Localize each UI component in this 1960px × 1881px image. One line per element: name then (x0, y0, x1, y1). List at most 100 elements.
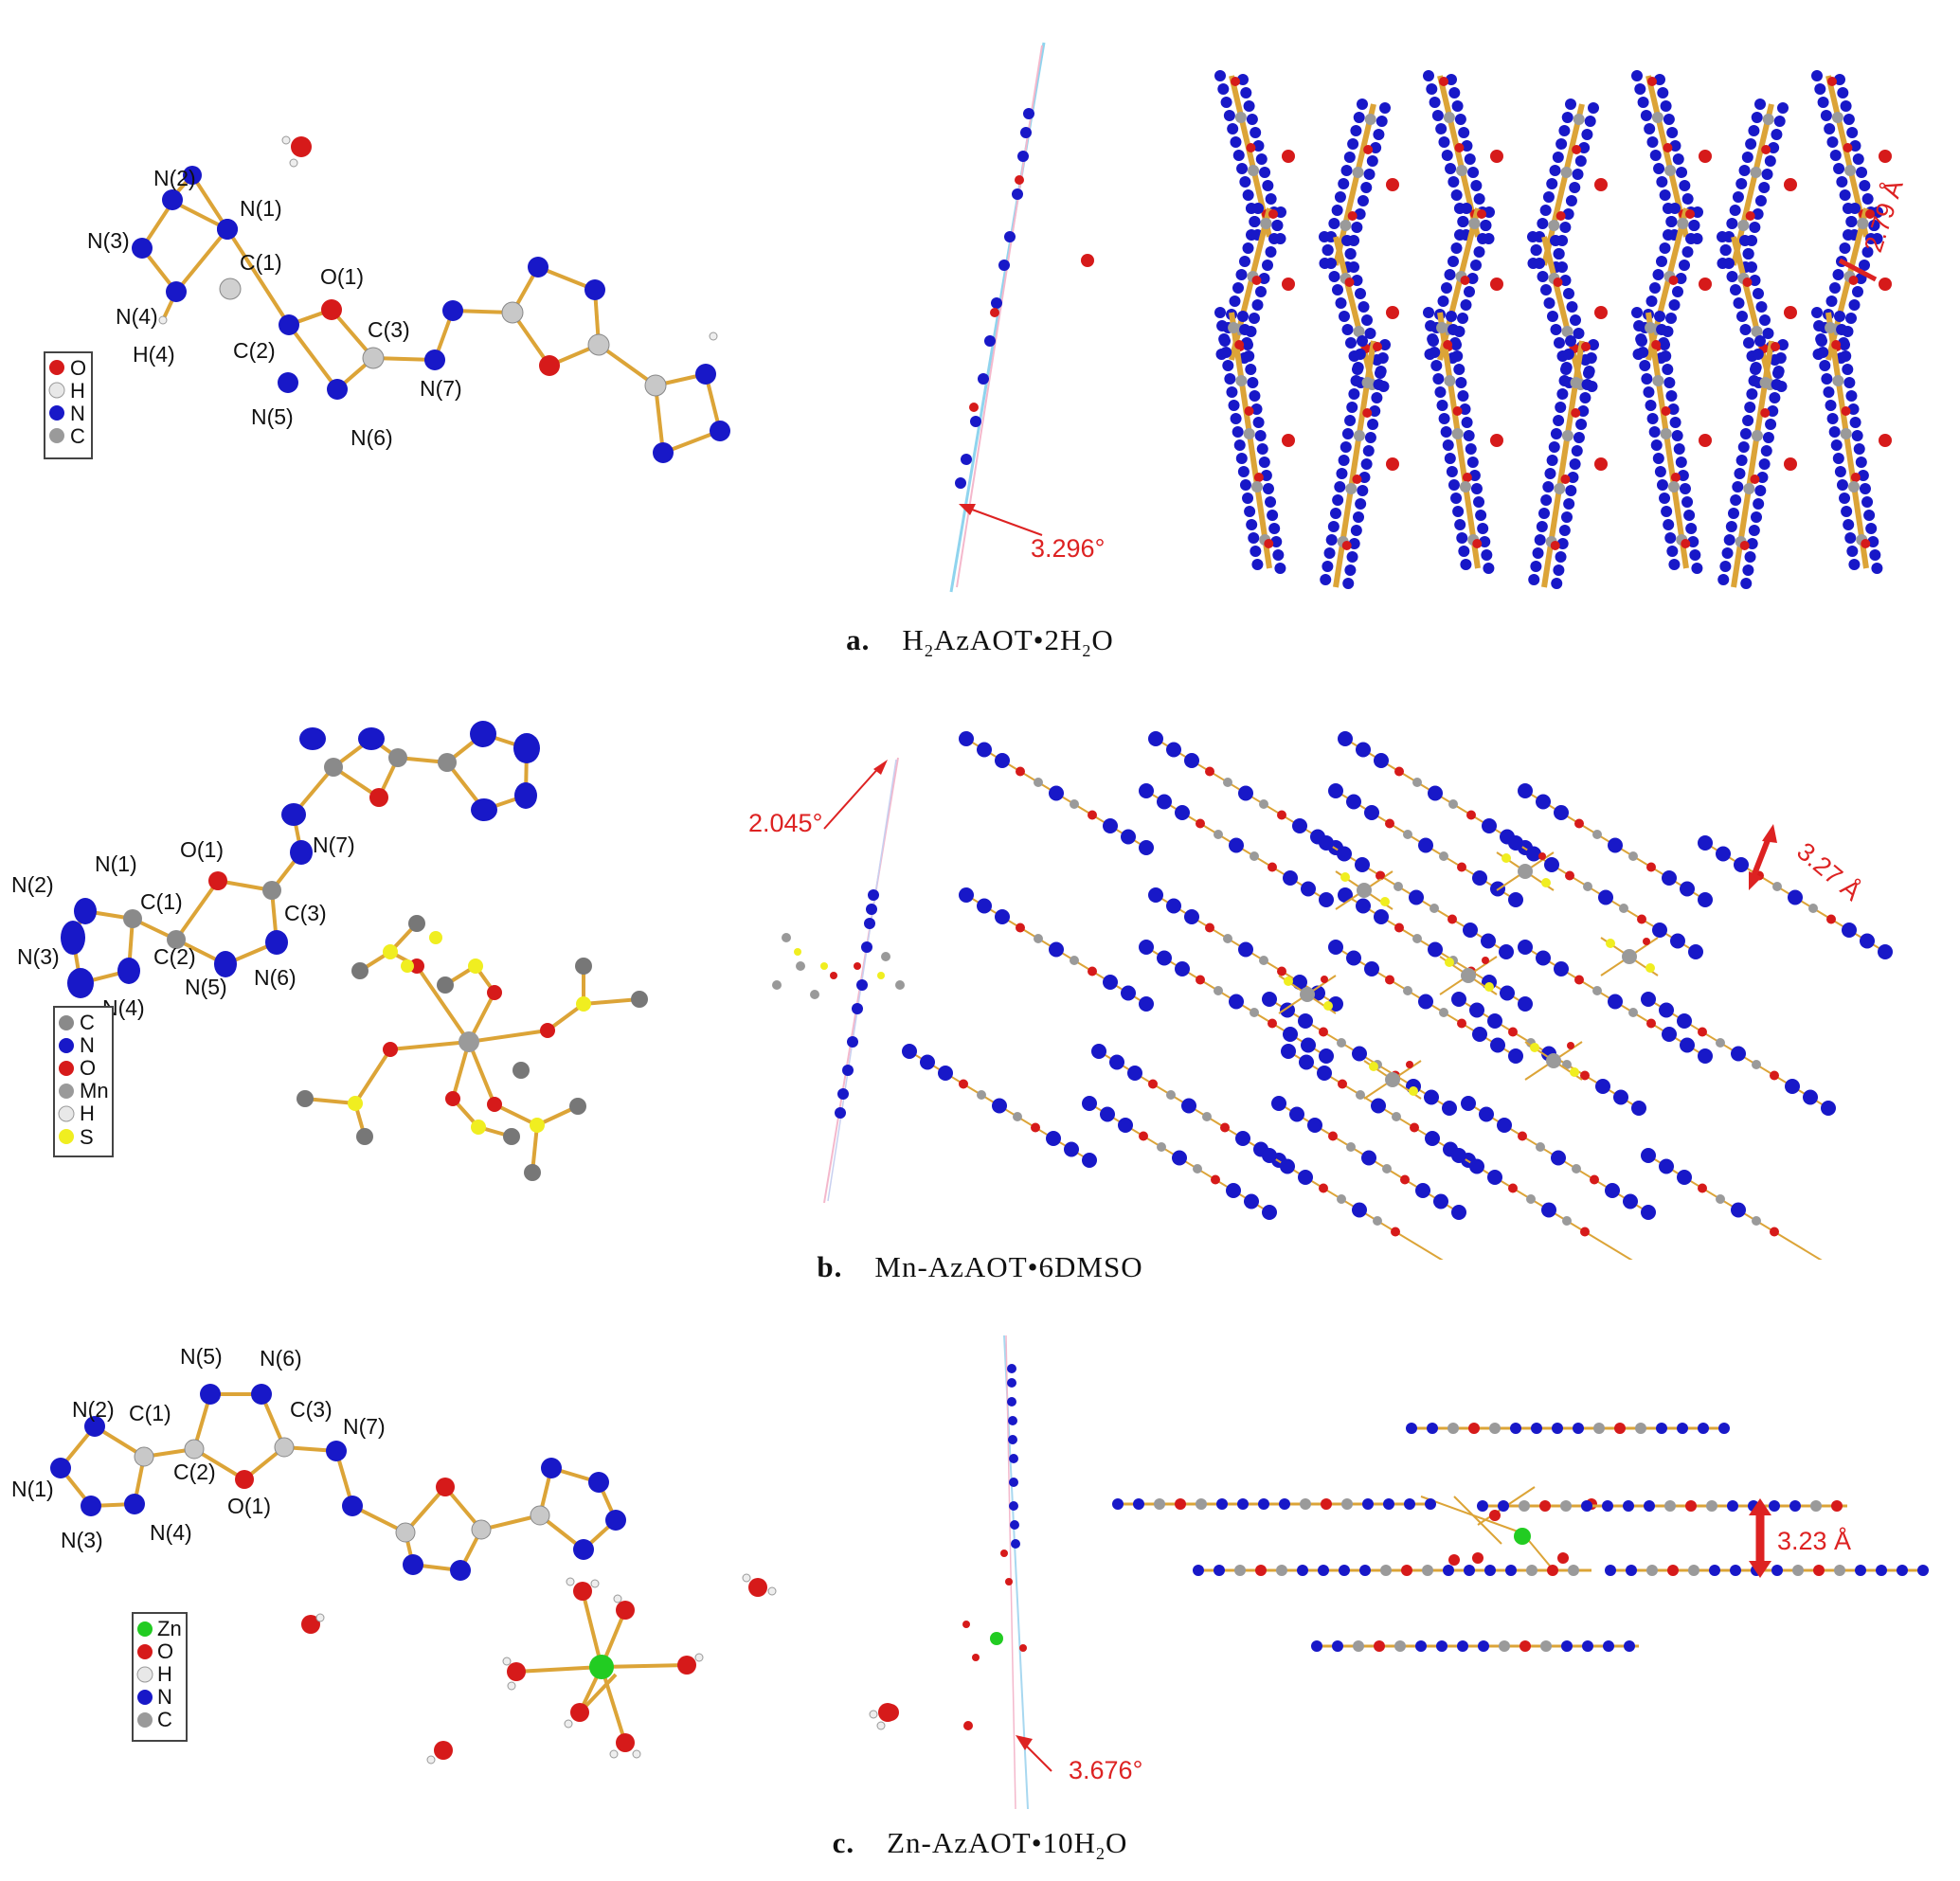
nitrogen-atom (1254, 430, 1267, 441)
nitrogen-atom (1226, 386, 1238, 398)
chain-atom (1121, 985, 1136, 1001)
chain-atom (1698, 892, 1713, 907)
oxygen-atom (1670, 473, 1681, 482)
chain-atom (1500, 985, 1515, 1001)
nitrogen-atom (1845, 313, 1857, 324)
mn-atom (1461, 968, 1476, 983)
carbon-atom (1825, 322, 1837, 333)
nitrogen-atom (1567, 472, 1579, 483)
nitrogen-atom (1341, 324, 1354, 335)
layer-atom (1531, 1423, 1542, 1434)
nitrogen-atom (1836, 176, 1848, 188)
nitrogen-atom (1565, 335, 1576, 347)
nitrogen-atom (1558, 375, 1571, 386)
nitrogen-atom (1344, 248, 1357, 260)
layer-atom (1813, 1565, 1825, 1576)
layer-atom (1339, 1565, 1350, 1576)
carbon-atom (1664, 165, 1677, 176)
chain-atom (1356, 1090, 1365, 1100)
nitrogen-atom (1654, 466, 1666, 477)
nitrogen-atom (1675, 273, 1687, 284)
chain-atom (1283, 1027, 1298, 1042)
nitrogen-atom (1665, 313, 1677, 324)
nitrogen-atom (1828, 426, 1841, 438)
nitrogen-atom (1746, 261, 1757, 273)
chain-atom (1605, 1183, 1620, 1198)
nitrogen-atom (1246, 229, 1257, 241)
atom-label: N(5) (180, 1344, 223, 1369)
carbon-atom (1554, 483, 1566, 494)
nitrogen-atom (1357, 195, 1369, 206)
oxygen-atom (1841, 406, 1851, 416)
chain-atom (1088, 810, 1097, 820)
nitrogen-atom (1585, 352, 1597, 364)
nitrogen-atom (1440, 426, 1452, 438)
chain-atom (1319, 1048, 1334, 1064)
layer-atom (1353, 1640, 1364, 1652)
atom-label: C(1) (240, 250, 282, 275)
nitrogen-atom (1842, 364, 1854, 375)
nitrogen-atom (1262, 180, 1274, 191)
nitrogen-atom (1448, 87, 1461, 99)
nitrogen-atom (1871, 563, 1883, 574)
nitrogen-atom (1653, 163, 1665, 174)
chain-atom (1659, 1158, 1674, 1174)
chain-atom (1499, 944, 1514, 959)
panel-a-legend: O H N C (44, 351, 93, 459)
nitrogen-atom (1668, 299, 1681, 311)
chain-atom (1070, 956, 1079, 965)
nitrogen-atom (1457, 313, 1468, 324)
nitrogen-atom (1235, 269, 1248, 280)
nitrogen-atom (1542, 191, 1555, 203)
nitrogen-atom (1837, 87, 1849, 99)
chain-atom (1238, 785, 1253, 801)
carbon-atom (1361, 377, 1374, 388)
nitrogen-atom (1855, 457, 1867, 468)
mn-atom (1300, 987, 1315, 1002)
nitrogen-atom (1224, 373, 1236, 385)
nitrogen-atom (1819, 360, 1831, 371)
oxygen-atom (1550, 541, 1560, 550)
water-oxygen-atom (1879, 278, 1892, 291)
chain-atom (1554, 961, 1569, 976)
chain-atom (1410, 1122, 1419, 1133)
nitrogen-atom (1479, 536, 1491, 547)
nitrogen-atom (1843, 114, 1855, 125)
chain-atom (1580, 1070, 1590, 1081)
chain-atom (1463, 923, 1478, 938)
layer-atom (1401, 1565, 1412, 1576)
layer-atom (1279, 1498, 1290, 1510)
layer-atom (1677, 1423, 1688, 1434)
caption-subscript: 2 (924, 641, 934, 661)
chain-atom (1752, 1216, 1761, 1226)
nitrogen-atom (1250, 546, 1262, 557)
nitrogen-atom (1811, 307, 1823, 318)
nitrogen-atom (1320, 574, 1332, 585)
chain-atom (1184, 909, 1199, 924)
oxygen-atom (1454, 143, 1465, 152)
nitrogen-atom (1331, 205, 1343, 216)
oxygen-atom (1477, 209, 1486, 219)
water-oxygen-atom (1784, 178, 1797, 191)
panel-b-letter: b. (817, 1250, 843, 1283)
nitrogen-atom (1473, 246, 1485, 258)
nitrogen-atom (1668, 559, 1681, 570)
nitrogen-atom (1348, 388, 1360, 400)
nitrogen-atom (1811, 70, 1823, 81)
nitrogen-atom (1540, 494, 1553, 506)
nitrogen-atom (1659, 493, 1671, 504)
nitrogen-atom (1679, 260, 1690, 271)
chain-atom (1301, 881, 1316, 897)
chain-atom (1193, 1164, 1202, 1173)
nitrogen-atom (1370, 142, 1382, 153)
caption-text: AzAOT (933, 623, 1034, 656)
chain-atom (1772, 882, 1782, 891)
legend-label: S (80, 1125, 94, 1149)
nitrogen-atom (1825, 296, 1838, 307)
nitrogen-atom (1754, 485, 1767, 496)
chain-atom (1518, 940, 1533, 955)
nitrogen-atom (1450, 242, 1463, 254)
chain-atom (1259, 799, 1268, 809)
nitrogen-atom (1836, 479, 1848, 491)
chain-atom (1371, 1098, 1386, 1114)
